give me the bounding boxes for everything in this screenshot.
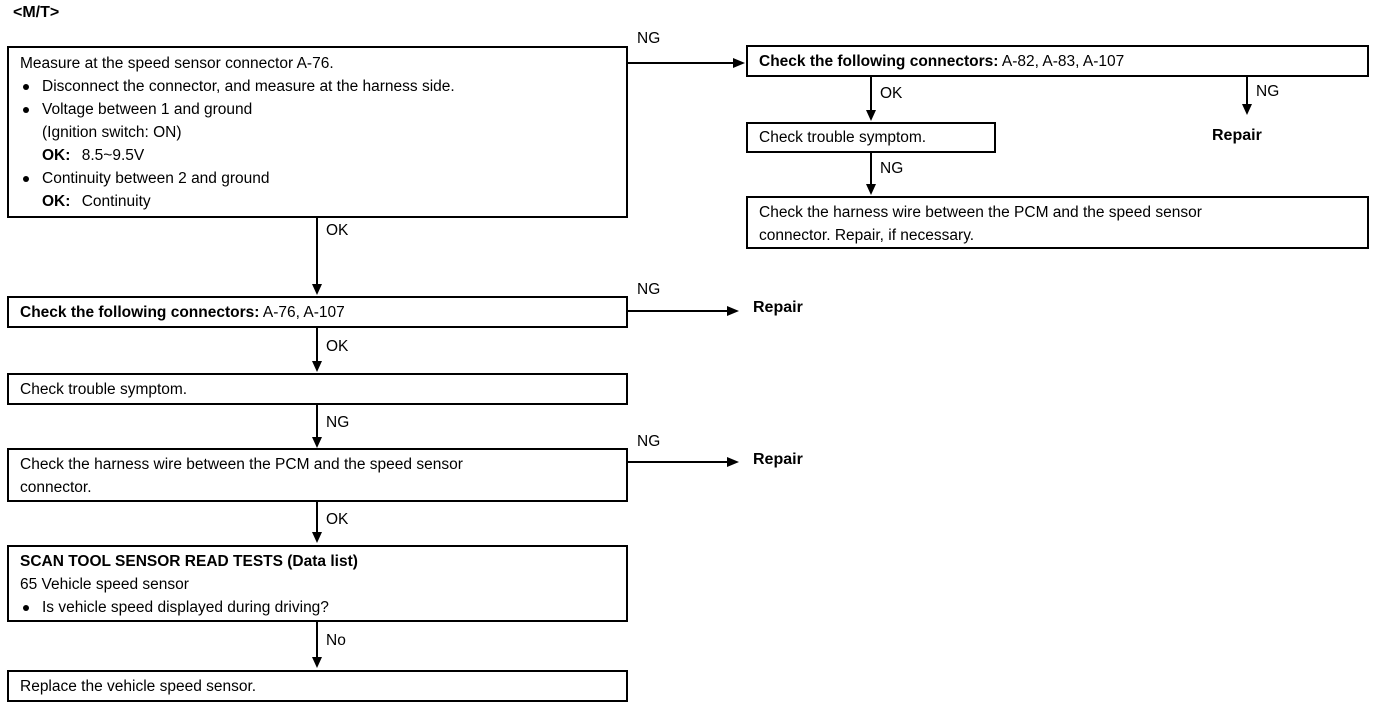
box-replace-speed-sensor: Replace the vehicle speed sensor.	[7, 670, 628, 702]
edge-label-left-connectors-ng: NG	[637, 281, 661, 298]
replace-text: Replace the vehicle speed sensor.	[20, 678, 257, 695]
edge-left-harness-ok-arrowhead	[312, 532, 322, 543]
edge-scan-no-arrowhead	[312, 657, 322, 668]
page-title: <M/T>	[13, 4, 60, 21]
edge-label-left-connectors-ok: OK	[326, 338, 349, 355]
edge-scan-no-line	[316, 622, 318, 660]
edge-label-measure-ok: OK	[326, 222, 349, 239]
measure-ok-voltage: OK: 8.5~9.5V	[20, 144, 626, 167]
edge-left-connectors-ok-arrowhead	[312, 361, 322, 372]
measure-ok-voltage-value: 8.5~9.5V	[81, 147, 145, 164]
edge-measure-ng-line	[628, 62, 733, 64]
measure-bullet-disconnect: Disconnect the connector, and measure at…	[20, 75, 626, 98]
scan-tool-item: 65 Vehicle speed sensor	[20, 576, 189, 593]
connectors-left-value: A-76, A-107	[262, 304, 345, 321]
harness-right-line-2: connector. Repair, if necessary.	[759, 227, 975, 244]
box-check-trouble-symptom-right: Check trouble symptom.	[746, 122, 996, 153]
scan-tool-title: SCAN TOOL SENSOR READ TESTS (Data list)	[20, 553, 358, 570]
connectors-right-label: Check the following connectors:	[759, 53, 999, 70]
edge-label-right-connectors-ng: NG	[1256, 83, 1280, 100]
trouble-right-text: Check trouble symptom.	[759, 129, 927, 146]
terminal-repair-low-left: Repair	[753, 451, 803, 468]
box-check-harness-wire-left: Check the harness wire between the PCM a…	[7, 448, 628, 502]
edge-measure-ok-arrowhead	[312, 284, 322, 295]
box-check-harness-wire-right: Check the harness wire between the PCM a…	[746, 196, 1369, 249]
connectors-right-line: Check the following connectors: A-82, A-…	[759, 50, 1367, 73]
scan-tool-question: Is vehicle speed displayed during drivin…	[20, 596, 626, 619]
box-check-connectors-left: Check the following connectors: A-76, A-…	[7, 296, 628, 328]
measure-ok-continuity: OK: Continuity	[20, 190, 626, 213]
measure-line-1: Measure at the speed sensor connector A-…	[20, 55, 334, 72]
edge-left-connectors-ok-line	[316, 328, 318, 363]
measure-ok-continuity-label: OK:	[42, 193, 71, 210]
measure-ignition-switch: (Ignition switch: ON)	[42, 124, 182, 141]
harness-left-line-1: Check the harness wire between the PCM a…	[20, 456, 463, 473]
edge-right-connectors-ok-arrowhead	[866, 110, 876, 121]
terminal-repair-top-right: Repair	[1212, 127, 1262, 144]
measure-ok-continuity-value: Continuity	[81, 193, 151, 210]
box-check-connectors-right: Check the following connectors: A-82, A-…	[746, 45, 1369, 77]
edge-left-connectors-ng-arrowhead	[727, 306, 739, 316]
box-measure-speed-sensor: Measure at the speed sensor connector A-…	[7, 46, 628, 218]
edge-left-connectors-ng-line	[628, 310, 727, 312]
harness-right-line-1: Check the harness wire between the PCM a…	[759, 204, 1202, 221]
connectors-left-line: Check the following connectors: A-76, A-…	[20, 301, 626, 324]
connectors-left-label: Check the following connectors:	[20, 304, 260, 321]
edge-label-measure-ng: NG	[637, 30, 661, 47]
edge-label-right-connectors-ok: OK	[880, 85, 903, 102]
edge-right-trouble-ng-arrowhead	[866, 184, 876, 195]
measure-ok-voltage-label: OK:	[42, 147, 71, 164]
edge-right-trouble-ng-line	[870, 153, 872, 185]
edge-right-connectors-ng-arrowhead	[1242, 104, 1252, 115]
edge-left-harness-ng-line	[628, 461, 727, 463]
edge-right-connectors-ok-line	[870, 77, 872, 112]
edge-label-right-trouble-ng: NG	[880, 160, 904, 177]
edge-left-harness-ng-arrowhead	[727, 457, 739, 467]
measure-bullet-voltage: Voltage between 1 and ground	[20, 98, 626, 121]
edge-label-left-harness-ng: NG	[637, 433, 661, 450]
edge-measure-ng-arrowhead	[733, 58, 745, 68]
edge-right-connectors-ng-line	[1246, 77, 1248, 106]
trouble-left-text: Check trouble symptom.	[20, 381, 188, 398]
measure-bullet-continuity: Continuity between 2 and ground	[20, 167, 626, 190]
edge-label-scan-no: No	[326, 632, 346, 649]
edge-left-harness-ok-line	[316, 502, 318, 534]
edge-left-trouble-ng-line	[316, 405, 318, 440]
box-check-trouble-symptom-left: Check trouble symptom.	[7, 373, 628, 405]
box-scan-tool-sensor-read-tests: SCAN TOOL SENSOR READ TESTS (Data list) …	[7, 545, 628, 622]
harness-left-line-2: connector.	[20, 479, 92, 496]
terminal-repair-mid-left: Repair	[753, 299, 803, 316]
edge-label-left-harness-ok: OK	[326, 511, 349, 528]
edge-label-left-trouble-ng: NG	[326, 414, 350, 431]
edge-left-trouble-ng-arrowhead	[312, 437, 322, 448]
connectors-right-value: A-82, A-83, A-107	[1001, 53, 1125, 70]
edge-measure-ok-line	[316, 218, 318, 286]
